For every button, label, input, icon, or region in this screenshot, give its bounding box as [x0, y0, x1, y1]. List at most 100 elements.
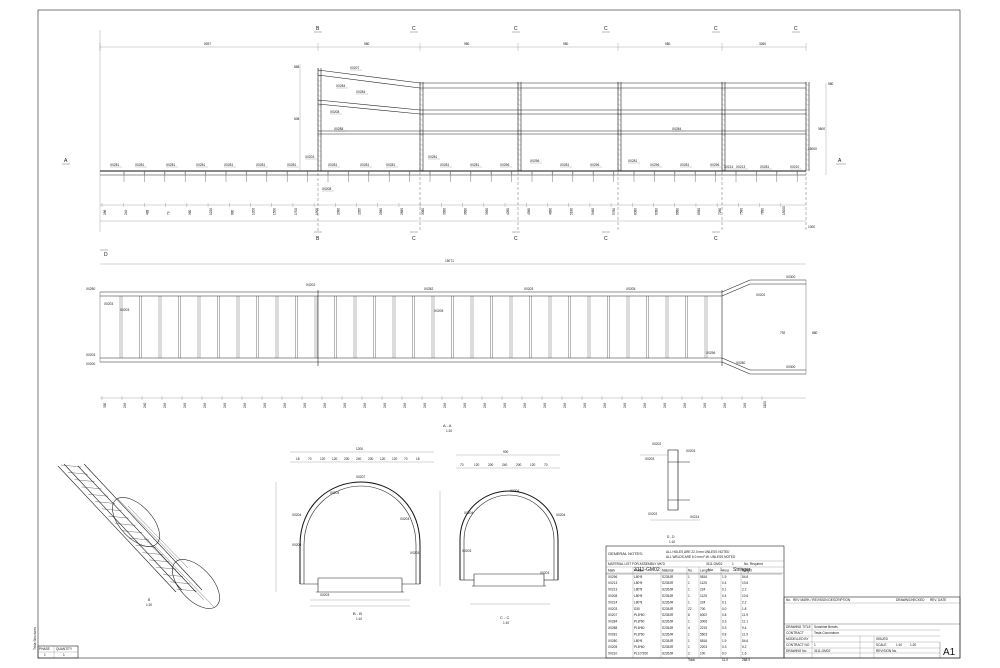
elevation-bottom-dim: 6080: [633, 208, 637, 215]
bom-cell: 0.8: [722, 613, 727, 617]
section-marker-bottom: C: [604, 236, 608, 242]
bom-cell: X0208: [608, 594, 617, 598]
elevation-part-label: X0296: [530, 159, 539, 163]
scale-value-2: 1:20: [910, 643, 916, 647]
bom-cell: PL8*60: [634, 626, 645, 630]
drawing-no-label: DRAWING No.: [786, 649, 807, 653]
elevation-bottom-dim: 2880: [400, 208, 404, 215]
bom-cell: 5816: [700, 575, 707, 579]
bom-cell: 2: [688, 652, 690, 656]
bill-of-materials: 3111-GM02 No 1 Stringer GENERAL NOTES: A…: [605, 545, 785, 662]
section-c-part-label: X0204: [510, 489, 519, 493]
plan-bottom-dim: 249: [463, 402, 467, 408]
right-dim-4: 1000: [808, 225, 815, 229]
sheet-border: [37, 9, 961, 659]
bom-cell: 2215: [700, 626, 707, 630]
bom-cell: L80*8: [634, 588, 643, 592]
bom-cell: 2203: [700, 645, 707, 649]
plan-bottom-dim: 249: [243, 402, 247, 408]
sheet-size: A1: [943, 647, 956, 658]
section-b-top-dim: 200: [344, 457, 350, 461]
section-marker-bottom: B: [316, 236, 320, 242]
plan-bottom-dim: 249: [683, 402, 687, 408]
isometric-view: B 1:20: [57, 463, 220, 609]
drawing-title-label: DRAWING TITLE: [786, 625, 811, 629]
plan-part-label: X0203: [120, 308, 129, 312]
plan-caption-scale: 1:10: [446, 429, 452, 433]
plan-bottom-dim: 249: [263, 402, 267, 408]
bom-cell: PL8*60: [634, 632, 645, 636]
section-marker-bottom: C: [714, 236, 718, 242]
bom-cell: PL10*200: [634, 652, 648, 656]
bom-cell: 4: [688, 626, 690, 630]
right-dim-1: 980: [828, 82, 834, 86]
section-marker-top: C: [514, 26, 518, 32]
elevation-bottom-dim: 4280: [506, 208, 510, 215]
detail-d-part-label: X0202: [648, 512, 657, 516]
section-b-view: 1200 X0207X0204X0204X0204X0203X0203X0203…: [275, 447, 434, 621]
issued-label: ISSUED: [876, 637, 889, 641]
elevation-part-label: X0281: [360, 163, 369, 167]
elevation-part-label: X0281: [110, 163, 119, 167]
rev-header-desc: REV MARK / REVISION DESCRIPTION: [793, 598, 851, 602]
bom-cell: 0.4: [722, 594, 727, 598]
assembly-no-label: No: [708, 567, 714, 572]
elevation-part-label: X0281: [628, 159, 637, 163]
section-b-caption: B - B: [353, 611, 362, 616]
section-b-top-dim: 120: [320, 457, 326, 461]
section-marker-top: C: [714, 26, 718, 32]
section-c-top-dim: 120: [530, 463, 536, 467]
contract-no: 1: [814, 643, 816, 647]
bom-column-header: Area: [722, 569, 729, 573]
plan-bottom-dim: 249: [523, 402, 527, 408]
bom-cell: X0213: [608, 581, 617, 585]
elevation-bottom-dim: 3680: [464, 208, 468, 215]
bom-cell: S235JR: [662, 632, 674, 636]
bom-cell: S235JR: [662, 581, 674, 585]
plan-part-label: X0296: [706, 351, 715, 355]
elevation-bottom-dim: 3980: [485, 208, 489, 215]
elevation-part-label: X0208: [330, 110, 339, 114]
bom-cell: S235JR: [662, 594, 674, 598]
section-b-top-dim: 18: [296, 457, 300, 461]
plan-part-label: X0202: [306, 283, 315, 287]
bom-column-header: Mark: [608, 569, 615, 573]
section-marker-top: C: [604, 26, 608, 32]
elevation-bottom-dim: 15000: [782, 206, 786, 215]
assembly-name: Stringer: [733, 567, 751, 573]
plan-part-label: X0300: [786, 275, 795, 279]
bom-total-area: 11.0: [722, 658, 728, 662]
bom-cell: 1.9: [722, 639, 727, 643]
section-marker-top: B: [316, 26, 320, 32]
elevation-part-label: X0213: [736, 165, 745, 169]
contract: Tesla Conundrum: [814, 631, 839, 635]
elevation-bottom-dim: 7880: [761, 208, 765, 215]
section-c-part-label: X0203: [462, 549, 471, 553]
elevation-bottom-dim: 6980: [697, 208, 701, 215]
bom-cell: 11.9: [742, 613, 748, 617]
bom-cell: S235JR: [662, 620, 674, 624]
bom-cell: 1: [688, 594, 690, 598]
bom-cell: X0213: [608, 588, 617, 592]
bom-cell: 1: [688, 639, 690, 643]
plan-part-label: X0203: [524, 287, 533, 291]
phase-box: PHASE QUANTITY 1 1: [37, 645, 79, 659]
plan-bottom-dim: 249: [223, 402, 227, 408]
bom-cell: S235JR: [662, 639, 674, 643]
bom-cell: 1.9: [722, 575, 727, 579]
plan-part-label: X0203: [104, 302, 113, 306]
quantity-header: QUANTITY: [56, 647, 73, 651]
section-c-width: 900: [503, 450, 509, 454]
bom-cell: 1: [688, 600, 690, 604]
elevation-part-label: X0296: [500, 163, 509, 167]
bom-cell: 1: [688, 575, 690, 579]
section-b-top-dim: 120: [392, 457, 398, 461]
section-c-top-dim: 240: [502, 463, 508, 467]
left-dim-1: 858: [294, 65, 300, 69]
revision-no-label: REVISION No.: [876, 649, 897, 653]
elevation-part-label: X0281: [166, 163, 175, 167]
right-dim-3: 15000: [808, 147, 817, 151]
left-dim-2: 608: [294, 117, 300, 121]
